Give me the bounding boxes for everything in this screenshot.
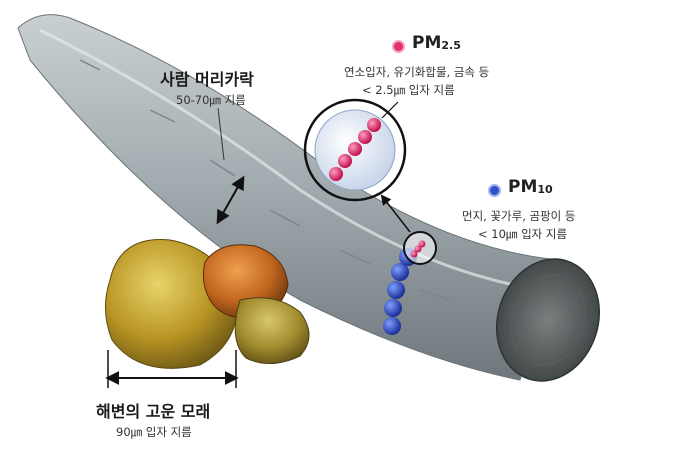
- pm10-dot-icon: [488, 184, 501, 197]
- pm25-small-circle: [403, 231, 437, 265]
- pm25-desc: 연소입자, 유기화합물, 금속 등: [344, 65, 490, 79]
- magnify-arrow: [380, 194, 411, 233]
- hair-width-arrow: [216, 175, 245, 225]
- hair-size: 50-70㎛ 지름: [176, 93, 246, 107]
- pm25-size: < 2.5㎛ 입자 지름: [362, 83, 455, 97]
- hair-strand: [17, 14, 601, 382]
- sand-width-arrow: [105, 350, 239, 388]
- pm10-desc: 먼지, 꽃가루, 곰팡이 등: [462, 209, 576, 223]
- pm10-size: < 10㎛ 입자 지름: [478, 227, 568, 241]
- sand-title: 해변의 고운 모래: [96, 402, 211, 421]
- sand-size: 90㎛ 입자 지름: [116, 425, 192, 439]
- hair-title: 사람 머리카락: [160, 70, 254, 89]
- pm25-label: PM2.5: [412, 33, 461, 53]
- pm10-label: PM10: [508, 177, 553, 197]
- pm25-dot-icon: [392, 40, 405, 53]
- pm25-magnified-circle: [303, 98, 407, 202]
- sand-grains: [105, 239, 310, 369]
